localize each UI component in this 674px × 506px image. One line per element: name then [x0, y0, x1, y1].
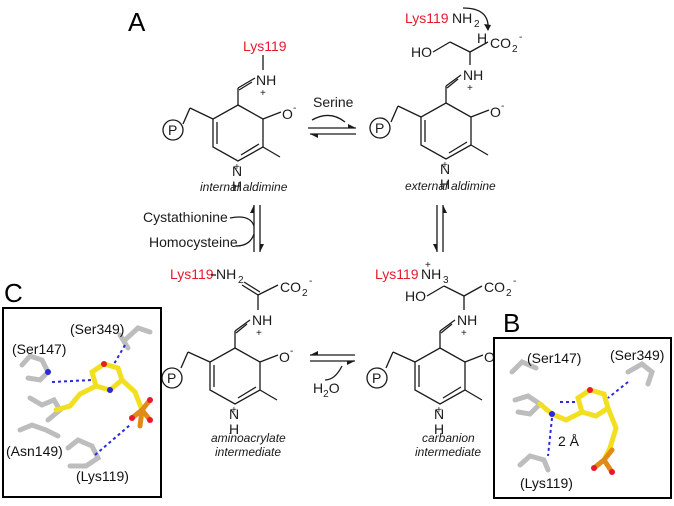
svg-text:O: O [490, 104, 501, 120]
svg-text:-: - [501, 101, 504, 112]
panel-c-label: C [4, 278, 23, 308]
svg-text:P: P [375, 120, 384, 136]
svg-text:P: P [167, 370, 176, 386]
svg-text:+: + [461, 328, 467, 339]
svg-text:3: 3 [443, 275, 449, 286]
caption-aminoacrylate-2: intermediate [215, 445, 281, 459]
svg-text:H: H [434, 421, 444, 437]
svg-text:NH: NH [463, 67, 483, 83]
svg-text:NH: NH [452, 10, 472, 26]
caption-external-aldimine: external aldimine [405, 179, 496, 193]
svg-text:N: N [229, 406, 239, 422]
vertical-equilibrium-right [433, 205, 447, 252]
svg-text:O: O [484, 349, 495, 365]
svg-text:+: + [260, 88, 266, 99]
svg-text:HO: HO [411, 44, 432, 60]
lys-label-carbanion: Lys119 [375, 266, 419, 282]
svg-text:2: 2 [512, 44, 518, 55]
lys-label-internal: Lys119 [243, 38, 287, 54]
svg-text:+: + [425, 260, 431, 271]
svg-text:NH: NH [252, 312, 272, 328]
svg-text:NH: NH [457, 312, 477, 328]
svg-text:+: + [234, 162, 240, 173]
svg-text:CO: CO [280, 279, 301, 295]
svg-text:O: O [279, 349, 290, 365]
panel-b-residue-lys119: (Lys119) [520, 475, 573, 491]
caption-internal-aldimine: internal aldimine [200, 180, 288, 194]
svg-text:HO: HO [405, 288, 426, 304]
svg-text:2: 2 [238, 275, 244, 286]
panel-b-distance-label: 2 Å [558, 433, 580, 449]
svg-text:-: - [290, 346, 293, 357]
svg-text:N: N [434, 406, 444, 422]
svg-text:2: 2 [506, 288, 512, 299]
panel-b-label: B [503, 308, 520, 338]
carbanion-structure: Lys119 NH 3 + HO CO 2 - NH + N + H O - P… [366, 260, 516, 459]
svg-text:+: + [231, 405, 237, 416]
internal-aldimine-structure: Lys119 NH + N + H O - P internal aldimin… [162, 38, 296, 194]
svg-text:-: - [519, 32, 522, 43]
panel-c-residue-lys119: (Lys119) [76, 468, 129, 484]
svg-text:O: O [282, 106, 293, 122]
svg-text:H: H [232, 178, 242, 194]
serine-equilibrium: Serine [308, 94, 356, 138]
svg-text:CO: CO [484, 279, 505, 295]
svg-text:2: 2 [302, 288, 308, 299]
svg-text:H: H [477, 30, 487, 46]
panel-c-structure: (Ser349) (Ser147) (Asn149) (Lys119) [2, 307, 162, 498]
svg-text:+: + [256, 328, 262, 339]
svg-text:N: N [440, 161, 450, 177]
svg-text:2: 2 [474, 19, 480, 30]
svg-text:NH: NH [421, 266, 441, 282]
svg-text:-: - [293, 103, 296, 114]
svg-text:H: H [229, 421, 239, 437]
caption-carbanion-2: intermediate [415, 445, 481, 459]
reagent-water: H2O [313, 380, 340, 400]
panel-c-residue-ser349: (Ser349) [70, 321, 124, 337]
panel-b-residue-ser349: (Ser349) [610, 347, 664, 363]
svg-text:CO: CO [490, 35, 511, 51]
panel-c-residue-ser147: (Ser147) [12, 341, 66, 357]
svg-text:P: P [372, 370, 381, 386]
svg-text:H: H [440, 176, 450, 192]
aminoacrylate-structure: Lys119 NH 2 CO 2 - NH + N + H O - P amin… [161, 266, 312, 459]
svg-text:NH: NH [256, 72, 276, 88]
reagent-cystathionine: Cystathionine [143, 209, 228, 225]
svg-text:+: + [436, 405, 442, 416]
lys-label-external: Lys119 [405, 10, 449, 26]
external-aldimine-structure: Lys119 NH 2 H HO CO 2 - NH + N + H O - P… [369, 7, 522, 193]
reagent-homocysteine: Homocysteine [149, 234, 238, 250]
svg-text:P: P [168, 122, 177, 138]
svg-text:NH: NH [216, 266, 236, 282]
water-equilibrium: H2O [310, 351, 355, 400]
svg-text:+: + [442, 160, 448, 171]
caption-aminoacrylate-1: aminoacrylate [211, 431, 286, 445]
svg-text:-: - [513, 276, 516, 287]
reagent-serine: Serine [313, 94, 354, 110]
panel-b-structure: (Ser147) (Ser349) 2 Å (Lys119) [493, 337, 672, 499]
panel-b-residue-ser147: (Ser147) [527, 350, 581, 366]
panel-a-label: A [128, 7, 146, 37]
svg-text:N: N [232, 163, 242, 179]
svg-text:-: - [309, 276, 312, 287]
caption-carbanion-1: carbanion [422, 431, 475, 445]
lys-label-aminoacrylate: Lys119 [170, 266, 214, 282]
panel-c-residue-asn149: (Asn149) [6, 443, 63, 459]
cystathionine-equilibrium: Cystathionine Homocysteine [143, 205, 264, 252]
svg-text:+: + [467, 83, 473, 94]
